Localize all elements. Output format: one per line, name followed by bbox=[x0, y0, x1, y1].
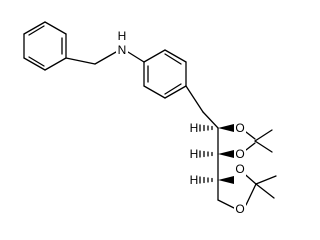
svg-text:N: N bbox=[118, 43, 127, 57]
cme2b-methyl-bottom bbox=[255, 183, 275, 199]
cme2b-methyl-top bbox=[255, 175, 277, 185]
ring-ch2-o4-bond bbox=[217, 199, 235, 209]
atom-label-hydrogen-2: H bbox=[190, 147, 199, 161]
nh-aryl-bond bbox=[127, 51, 145, 63]
o4-cme2-bond bbox=[245, 183, 257, 206]
aniline-phenyl-ring bbox=[143, 49, 187, 99]
atom-label-hydrogen-3: H bbox=[190, 173, 199, 187]
ch2-nh-bond bbox=[94, 51, 117, 65]
aryl-ch2-bond bbox=[185, 85, 204, 113]
svg-text:O: O bbox=[235, 147, 244, 161]
o1-cme2-bond bbox=[245, 131, 256, 140]
cme2-methyl-bottom bbox=[254, 140, 273, 153]
benzyl-phenyl-ring bbox=[23, 21, 67, 71]
c3-h-hashed-bond bbox=[199, 176, 213, 184]
svg-text:H: H bbox=[118, 29, 127, 43]
atom-label-oxygen-4: O bbox=[234, 202, 246, 216]
benzyl-ch2-bond bbox=[65, 57, 96, 65]
svg-text:O: O bbox=[235, 162, 244, 176]
atom-label-hydrogen-1: H bbox=[190, 121, 199, 135]
c2-h-hashed-bond bbox=[199, 150, 213, 158]
svg-text:H: H bbox=[190, 173, 199, 187]
atom-label-h-on-nitrogen: H bbox=[117, 29, 127, 43]
svg-text:H: H bbox=[190, 121, 199, 135]
atom-label-oxygen-1: O bbox=[234, 121, 246, 135]
chemical-structure-diagram: H N O O O O H H H bbox=[23, 21, 277, 216]
ch2-c1-bond bbox=[202, 111, 219, 129]
svg-text:O: O bbox=[235, 202, 244, 216]
cme2-methyl-top bbox=[254, 129, 273, 142]
c1-o-wedge-bond bbox=[218, 124, 234, 132]
atom-label-nitrogen: N bbox=[116, 43, 128, 57]
c2-o-wedge-bond bbox=[218, 150, 234, 158]
svg-text:H: H bbox=[190, 147, 199, 161]
c1-h-hashed-bond bbox=[199, 124, 213, 132]
atom-label-oxygen-3: O bbox=[234, 162, 246, 176]
c3-o-wedge-bond bbox=[218, 176, 234, 184]
o2-cme2-bond bbox=[245, 142, 256, 151]
atom-label-oxygen-2: O bbox=[234, 147, 246, 161]
svg-text:O: O bbox=[235, 121, 244, 135]
